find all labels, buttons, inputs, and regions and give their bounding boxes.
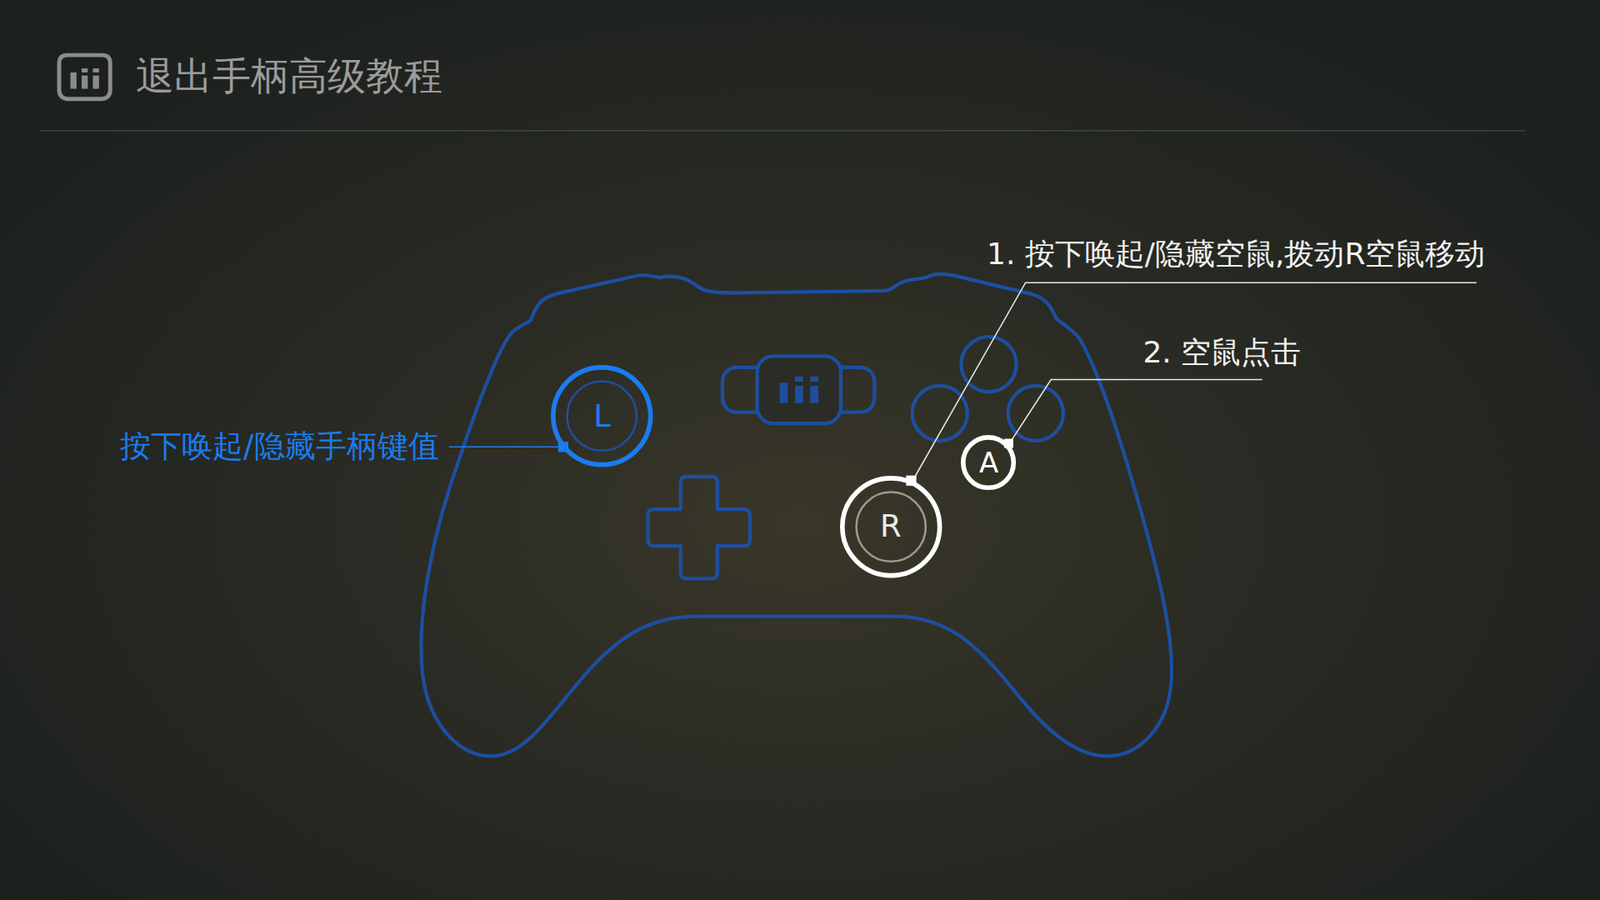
callout-text: 1. 按下唤起/隐藏空鼠,拨动R空鼠移动	[986, 235, 1485, 272]
controller-outline	[420, 274, 1171, 757]
button-label: R	[880, 510, 902, 542]
button-label: A	[979, 448, 999, 477]
icon-frame	[59, 55, 110, 100]
callout-text: 按下唤起/隐藏手柄键值	[120, 428, 439, 465]
title-icon	[59, 55, 110, 100]
a-button: A	[960, 435, 1016, 490]
d-pad	[648, 476, 750, 579]
outer-ring	[553, 367, 651, 465]
leader-lines	[449, 282, 1477, 480]
left-stick: L	[550, 365, 653, 467]
inner-ring	[567, 381, 637, 451]
leader-markers	[558, 439, 1014, 486]
button-label: L	[593, 400, 611, 432]
page-title: 退出手柄高级教程	[135, 53, 443, 100]
face-buttons	[912, 336, 1064, 441]
outer-ring	[963, 436, 1014, 487]
icon-bars	[70, 68, 99, 89]
divider	[40, 130, 1526, 131]
home-button	[722, 355, 875, 424]
inner-ring	[855, 491, 925, 561]
callout-text: 2. 空鼠点击	[1142, 334, 1301, 370]
right-stick: R	[840, 475, 942, 578]
outer-ring	[842, 477, 940, 575]
